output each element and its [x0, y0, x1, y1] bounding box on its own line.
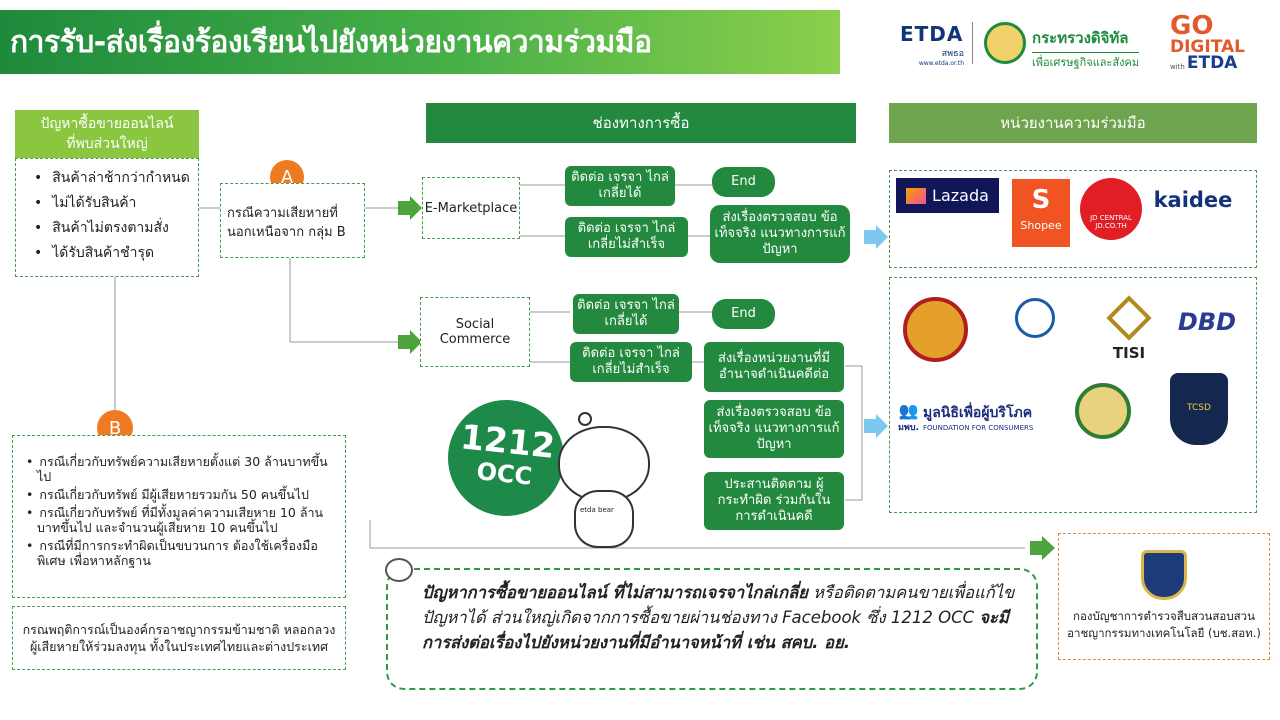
- list-item: กรณีเกี่ยวกับทรัพย์ความเสียหายตั้งแต่ 30…: [23, 454, 337, 484]
- header-channels: ช่องทางการซื้อ: [426, 103, 856, 143]
- social-mediate-fail: ติดต่อ เจรจา ไกล่เกลี่ยไม่สำเร็จ: [570, 342, 692, 382]
- shopee-logo: S Shopee: [1012, 179, 1070, 247]
- police-box: กองบัญชาการตำรวจสืบสวนสอบสวนอาชญากรรมทาง…: [1058, 533, 1270, 660]
- etda-logo-url: www.etda.or.th: [918, 60, 964, 67]
- shopee-text: Shopee: [1020, 219, 1062, 232]
- problems-title: ปัญหาซื้อขายออนไลน์ ที่พบส่วนใหญ่: [15, 110, 199, 158]
- ministry-logo: กระทรวงดิจิทัล เพื่อเศรษฐกิจและสังคม: [1032, 26, 1140, 71]
- list-item: ได้รับสินค้าชำรุด: [34, 241, 198, 266]
- social-mediate-ok: ติดต่อ เจรจา ไกล่เกลี่ยได้: [573, 294, 679, 334]
- etda-bear-mascot: etda bear: [552, 412, 656, 550]
- ministry-subtitle: เพื่อเศรษฐกิจและสังคม: [1032, 52, 1140, 71]
- ffc-short: มพบ.: [898, 422, 919, 433]
- jd-text: JD CENTRAL: [1090, 214, 1132, 222]
- go-text: GO: [1170, 11, 1214, 41]
- tisi-logo: TISI: [1103, 295, 1155, 368]
- bear-head-icon: [558, 426, 650, 502]
- shopee-bag-icon: S: [1031, 185, 1051, 215]
- jd-url: JD.CO.TH: [1095, 222, 1127, 230]
- case-a-line1: กรณีความเสียหายที่: [227, 206, 338, 221]
- social-action-coordinate: ประสานติดตาม ผู้กระทำผิด ร่วมกันในการดำเ…: [704, 472, 844, 530]
- case-b-box: กรณีเกี่ยวกับทรัพย์ความเสียหายตั้งแต่ 30…: [12, 435, 346, 598]
- emarket-mediate-ok: ติดต่อ เจรจา ไกล่เกลี่ยได้: [565, 166, 675, 206]
- e-marketplace-box: E-Marketplace: [422, 177, 520, 239]
- emarket-mediate-fail: ติดต่อ เจรจา ไกล่เกลี่ยไม่สำเร็จ: [565, 217, 688, 257]
- page-title: การรับ-ส่งเรื่องร้องเรียนไปยังหน่วยงานคว…: [0, 10, 840, 74]
- police-badge-icon: [1141, 550, 1187, 600]
- blue-arrows: [864, 225, 888, 438]
- with-text: with: [1170, 63, 1185, 72]
- problems-title-line2: ที่พบส่วนใหญ่: [66, 136, 148, 152]
- social-end: End: [712, 299, 775, 329]
- lazada-heart-icon: [906, 187, 927, 204]
- green-arrows: [398, 196, 1055, 560]
- ocpb-seal-icon: [903, 297, 968, 362]
- social-action-verify: ส่งเรื่องตรวจสอบ ข้อเท็จจริง แนวทางการแก…: [704, 400, 844, 458]
- depa-seal-icon: [1075, 383, 1131, 439]
- tisi-diamond-icon: [1106, 295, 1152, 341]
- list-item: กรณีเกี่ยวกับทรัพย์ มีผู้เสียหายรวมกัน 5…: [23, 487, 337, 502]
- ffc-people-icon: 👥: [898, 400, 919, 420]
- bear-note-icon: [385, 558, 413, 582]
- case-b-list: กรณีเกี่ยวกับทรัพย์ความเสียหายตั้งแต่ 30…: [23, 454, 337, 568]
- social-commerce-box: Social Commerce: [420, 297, 530, 367]
- lazada-logo: Lazada: [896, 178, 999, 213]
- bear-antenna-icon: [578, 412, 592, 426]
- list-item: สินค้าไม่ตรงตามสั่ง: [34, 216, 198, 241]
- header-partners: หน่วยงานความร่วมมือ: [889, 103, 1257, 143]
- depa-logo: [1063, 374, 1143, 448]
- etda-logo-text: ETDA: [900, 22, 964, 46]
- fda-check-icon: [1015, 298, 1055, 338]
- bottom-note: ปัญหาการซื้อขายออนไลน์ ที่ไม่สามารถเจรจา…: [386, 568, 1038, 690]
- list-item: ไม่ได้รับสินค้า: [34, 191, 198, 216]
- ministry-seal-icon: [984, 22, 1026, 64]
- brand-divider: [972, 22, 973, 64]
- go-digital-logo: GO DIGITAL with ETDA: [1170, 11, 1260, 73]
- problems-list: สินค้าล่าช้ากว่ากำหนด ไม่ได้รับสินค้า สิ…: [34, 166, 198, 266]
- note-bold-tail: จะมีการส่งต่อเรื่องไปยังหน่วยงานที่มีอำน…: [422, 608, 1009, 652]
- problems-title-line1: ปัญหาซื้อขายออนไลน์: [40, 116, 174, 132]
- ffc-logo: 👥 มพบ. มูลนิธิเพื่อผู้บริโภค FOUNDATION …: [898, 395, 1048, 439]
- fda-logo: [988, 294, 1082, 364]
- note-body: หรือติดตามคนขายเพื่อแก้ไขปัญหาได้ ส่วนให…: [422, 583, 1015, 627]
- jd-central-logo: JD CENTRAL JD.CO.TH: [1080, 178, 1142, 240]
- digital-text: DIGITAL: [1170, 36, 1245, 57]
- emarket-end: End: [712, 167, 775, 197]
- case-b-transnational: กรณพฤติการณ์เป็นองค์กรอาชญากรรมข้ามชาติ …: [12, 606, 346, 670]
- tisi-text: TISI: [1112, 344, 1146, 362]
- social-action-prosecute: ส่งเรื่องหน่วยงานที่มีอำนาจดำเนินคดีต่อ: [704, 342, 844, 392]
- etda-logo: ETDA สพธอ www.etda.or.th: [900, 22, 964, 67]
- list-item: กรณีที่มีการกระทำผิดเป็นขบวนการ ต้องใช้เ…: [23, 538, 337, 568]
- etda-text: ETDA: [1186, 52, 1238, 73]
- list-item: กรณีเกี่ยวกับทรัพย์ ที่มีทั้งมูลค่าความเ…: [23, 505, 337, 535]
- ministry-name: กระทรวงดิจิทัล: [1032, 29, 1129, 47]
- note-bold-lead: ปัญหาการซื้อขายออนไลน์ ที่ไม่สามารถเจรจา…: [422, 583, 808, 602]
- dbd-logo: DBD: [1177, 308, 1237, 336]
- emarket-forward: ส่งเรื่องตรวจสอบ ข้อเท็จจริง แนวทางการแก…: [710, 205, 850, 263]
- police-text: กองบัญชาการตำรวจสืบสวนสอบสวนอาชญากรรมทาง…: [1067, 609, 1261, 640]
- kaidee-logo: kaidee: [1153, 188, 1233, 212]
- case-a-box: กรณีความเสียหายที่ นอกเหนือจาก กลุ่ม B: [220, 183, 365, 258]
- case-a-line2: นอกเหนือจาก กลุ่ม B: [227, 225, 346, 240]
- bear-body: etda bear: [574, 490, 634, 548]
- ffc-en-name: FOUNDATION FOR CONSUMERS: [923, 424, 1034, 432]
- list-item: สินค้าล่าช้ากว่ากำหนด: [34, 166, 198, 191]
- ffc-th-name: มูลนิธิเพื่อผู้บริโภค: [923, 405, 1033, 421]
- tcsd-logo: TCSD: [1170, 373, 1228, 445]
- lazada-text: Lazada: [932, 186, 989, 205]
- etda-logo-th: สพธอ: [941, 49, 964, 59]
- problems-list-box: สินค้าล่าช้ากว่ากำหนด ไม่ได้รับสินค้า สิ…: [15, 158, 199, 277]
